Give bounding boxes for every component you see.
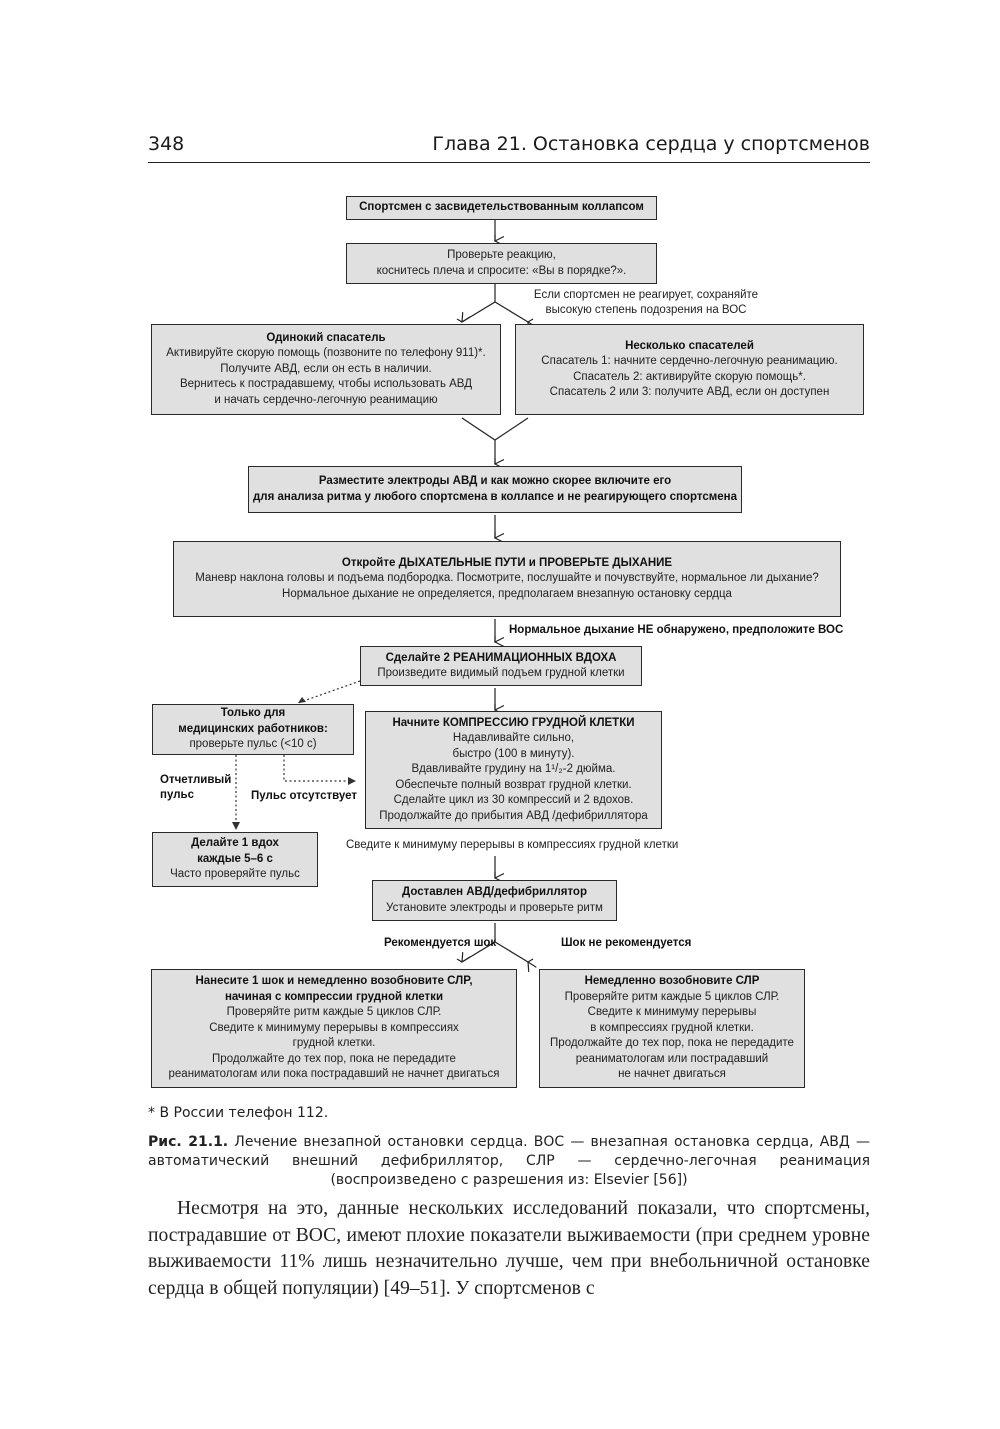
chapter-title: Глава 21. Остановка сердца у спортсменов	[432, 133, 870, 155]
label-no-breathing: Нормальное дыхание НЕ обнаружено, предпо…	[509, 624, 844, 636]
box-aed-arrived: Доставлен АВД/дефибриллятор Установите э…	[372, 880, 617, 921]
label-no-response: Если спортсмен не реагирует, сохраняйте …	[533, 289, 759, 316]
fork-shock	[461, 941, 529, 963]
footnote: * В России телефон 112.	[148, 1105, 329, 1121]
label-shock-not-advised: Шок не рекомендуется	[561, 937, 692, 949]
figure-label: Рис. 21.1.	[148, 1134, 229, 1150]
box-medical-workers-only: Только для медицинских работников: прове…	[152, 704, 354, 755]
box-chest-compressions: Начните КОМПРЕССИЮ ГРУДНОЙ КЛЕТКИ Надавл…	[365, 711, 662, 829]
box-deliver-shock: Нанесите 1 шок и немедленно возобновите …	[151, 969, 517, 1088]
box-check-response: Проверьте реакцию, коснитесь плеча и спр…	[346, 243, 657, 284]
header-rule	[148, 162, 870, 163]
box-resume-cpr: Немедленно возобновите СЛР Проверяйте ри…	[539, 969, 805, 1088]
box-one-breath: Делайте 1 вдох каждые 5–6 с Часто провер…	[152, 832, 318, 887]
box-single-rescuer: Одинокий спасатель Активируйте скорую по…	[151, 324, 501, 415]
label-pulse-present: Отчетливый пульс	[160, 774, 232, 801]
label-shock-advised: Рекомендуется шок	[384, 937, 497, 949]
body-paragraph: Несмотря на это, данные нескольких иссле…	[148, 1198, 870, 1299]
box-airway-breathing: Откройте ДЫХАТЕЛЬНЫЕ ПУТИ и ПРОВЕРЬТЕ ДЫ…	[173, 541, 841, 617]
dotted-pulse-absent	[283, 755, 352, 782]
label-minimize-interruptions: Сведите к минимуму перерывы в компрессия…	[346, 839, 679, 851]
page-number: 348	[148, 133, 185, 155]
dotted-breaths-to-medical	[297, 680, 361, 704]
box-multiple-rescuers: Несколько спасателей Спасатель 1: начнит…	[515, 324, 864, 415]
box-rescue-breaths: Сделайте 2 РЕАНИМАЦИОННЫХ ВДОХА Произвед…	[360, 646, 642, 686]
box-aed-electrodes: Разместите электроды АВД и как можно ско…	[248, 466, 742, 513]
label-pulse-absent: Пульс отсутствует	[251, 790, 358, 802]
figure-caption: Рис. 21.1. Лечение внезапной остановки с…	[148, 1133, 870, 1190]
box-witnessed-collapse: Спортсмен с засвидетельствованным коллап…	[346, 196, 657, 220]
fork-rescuers	[461, 301, 529, 323]
figure-caption-text: Лечение внезапной остановки сердца. ВОС …	[148, 1134, 871, 1188]
join-rescuers	[461, 417, 529, 441]
